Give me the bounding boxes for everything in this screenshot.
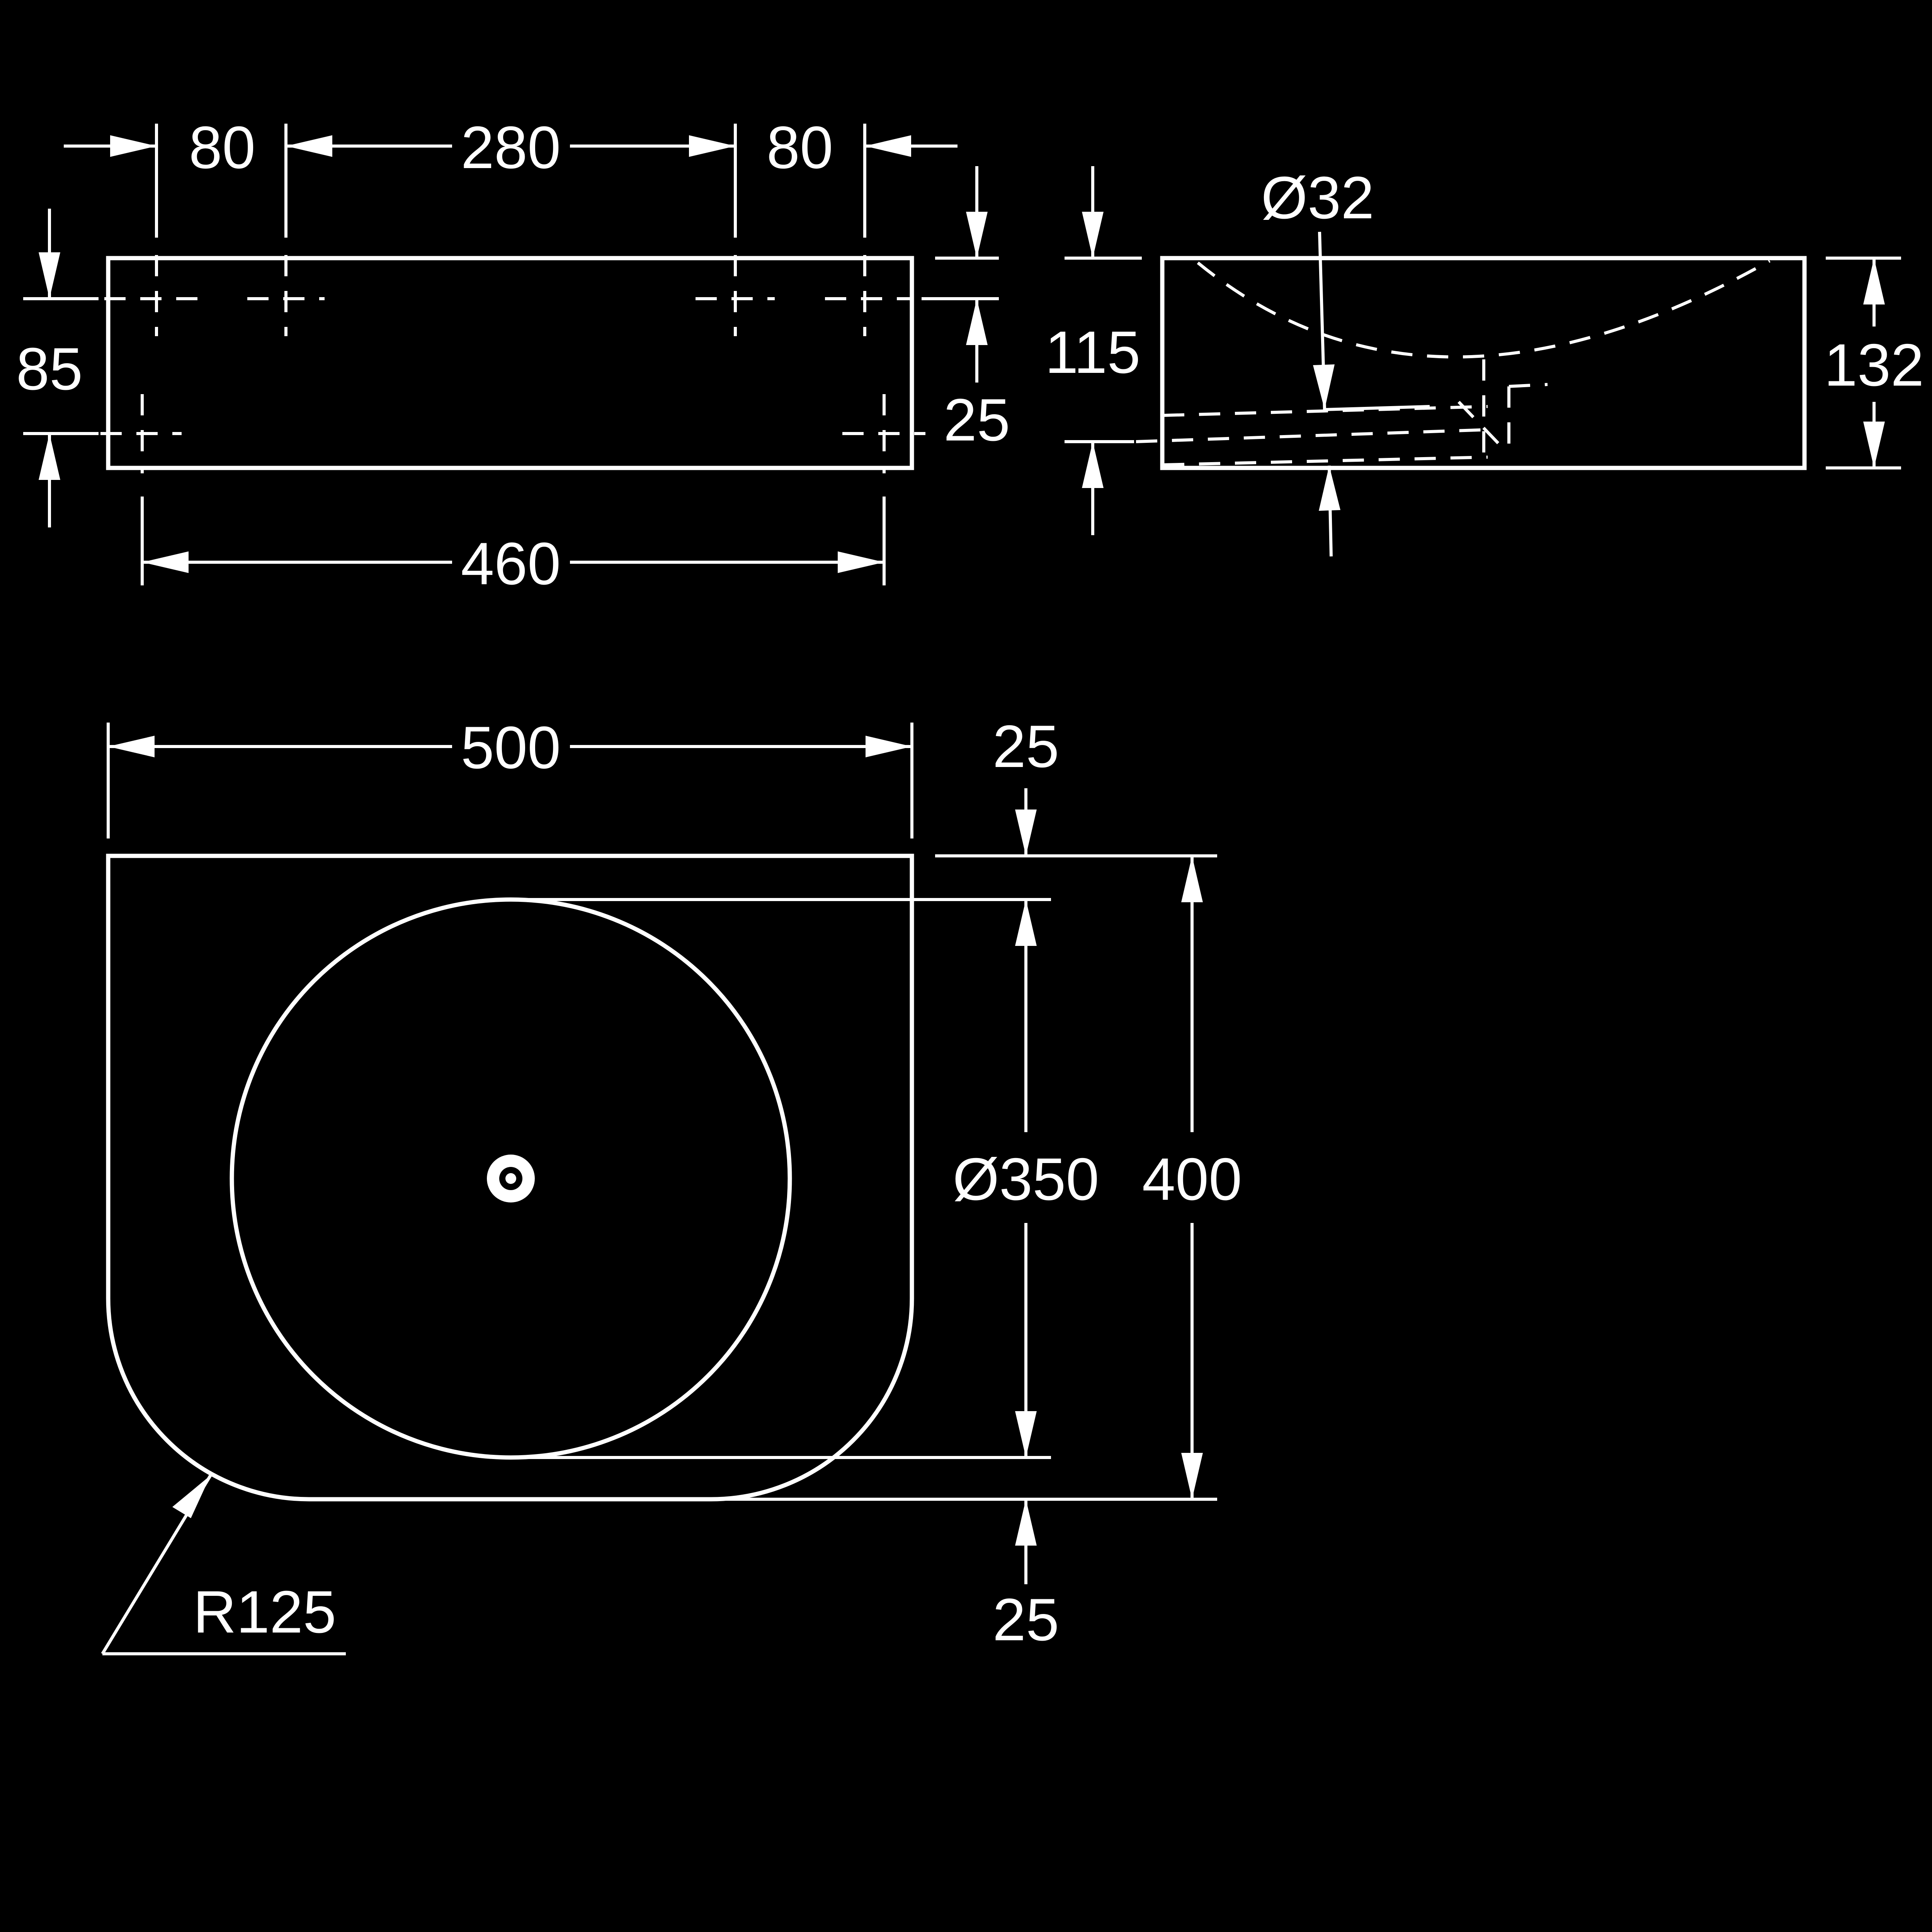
dim-top-25: 25 bbox=[993, 713, 1059, 780]
dim-85: 85 bbox=[16, 335, 83, 402]
dim-132: 132 bbox=[1824, 332, 1924, 398]
side-view: Ø32 115 132 bbox=[1045, 164, 1924, 557]
mounting-holes bbox=[100, 255, 925, 473]
dim-400: 400 bbox=[1142, 1146, 1242, 1213]
plan-view: 500 25 Ø350 400 25 R125 bbox=[101, 713, 1242, 1655]
top-view-outline bbox=[106, 256, 914, 470]
dim-radius: R125 bbox=[193, 1578, 337, 1645]
dim-drain-diameter: Ø32 bbox=[1261, 164, 1374, 231]
top-view: 80 280 80 bbox=[16, 114, 1010, 597]
side-view-outline bbox=[1160, 256, 1807, 470]
dim-left-80: 80 bbox=[189, 114, 255, 181]
dim-500: 500 bbox=[461, 714, 561, 781]
dim-bowl-diameter: Ø350 bbox=[952, 1146, 1099, 1213]
dim-bottom-25: 25 bbox=[993, 1586, 1059, 1653]
dim-460: 460 bbox=[461, 530, 561, 597]
dim-right-80: 80 bbox=[767, 114, 833, 181]
dim-115: 115 bbox=[1045, 319, 1140, 386]
dim-280: 280 bbox=[461, 114, 561, 181]
drain-icon bbox=[487, 1155, 535, 1202]
dim-25-top-view: 25 bbox=[944, 386, 1010, 453]
